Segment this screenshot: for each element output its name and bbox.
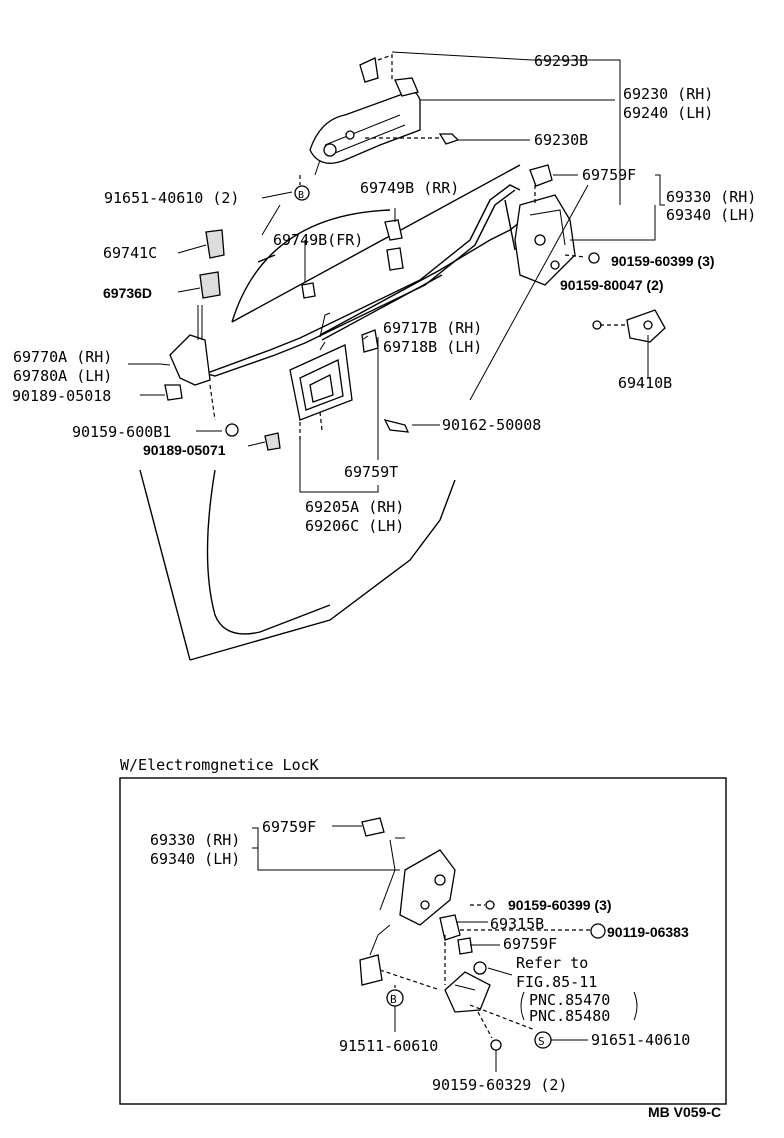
label-69759F-top: 69759F — [582, 166, 636, 184]
label-69749B-rr: 69749B (RR) — [360, 179, 459, 197]
inside-lock-bracket-69770A — [164, 305, 281, 451]
inset-label-91511-60610: 91511-60610 — [339, 1037, 438, 1055]
inset-label-90119-06383: 90119-06383 — [607, 924, 689, 940]
inset-label-69315B: 69315B — [490, 915, 544, 933]
label-69230B: 69230B — [534, 131, 588, 149]
striker-69410B — [592, 309, 666, 343]
inset-bolt-90159-60399 — [485, 900, 495, 910]
inset-bolt-90119-06383 — [590, 923, 606, 939]
label-90159-600B1: 90159-600B1 — [72, 423, 171, 441]
clip-69749B-fr2 — [386, 247, 404, 271]
inset-fig: FIG.85-11 — [516, 973, 597, 991]
label-90189-05018: 90189-05018 — [12, 387, 111, 405]
label-69741C: 69741C — [103, 244, 157, 262]
label-69759T: 69759T — [344, 463, 398, 481]
inset-frame — [119, 777, 727, 1105]
door-outline — [139, 164, 521, 661]
label-69770A-rh: 69770A (RH) — [13, 348, 112, 366]
inset-label-69330-rh: 69330 (RH) — [150, 831, 240, 849]
inset-label-69759F-b: 69759F — [503, 935, 557, 953]
label-91651-40610-2: 91651-40610 (2) — [104, 189, 239, 207]
inset-label-69759F-a: 69759F — [262, 818, 316, 836]
label-69230-rh: 69230 (RH) — [623, 85, 713, 103]
leader-lines-top — [128, 51, 665, 493]
inset-label-90159-60399-3: 90159-60399 (3) — [508, 897, 612, 913]
rods — [194, 184, 526, 377]
grommet-69736D — [199, 271, 221, 299]
bolt-90159-60399 — [588, 252, 600, 264]
label-69330-rh: 69330 (RH) — [666, 188, 756, 206]
label-69240-lh: 69240 (LH) — [623, 104, 713, 122]
inset-lock-assembly — [359, 817, 590, 1039]
s-symbol-inset-text: S — [538, 1035, 545, 1048]
label-69293B: 69293B — [534, 52, 588, 70]
door-lock-assembly — [514, 164, 586, 286]
label-90162-50008: 90162-50008 — [442, 416, 541, 434]
inset-pnc1: PNC.85470 — [529, 991, 610, 1009]
label-69749B-fr: 69749B(FR) — [273, 231, 363, 249]
outside-handle-assembly — [309, 57, 421, 176]
inset-bolt-90159-60329 — [490, 1039, 502, 1051]
inset-pnc2: PNC.85480 — [529, 1007, 610, 1025]
label-90189-05071: 90189-05071 — [143, 442, 226, 458]
screw-90162 — [383, 419, 410, 433]
inset-refer-to: Refer to — [516, 954, 588, 972]
label-69340-lh: 69340 (LH) — [666, 206, 756, 224]
figure-code: MB V059-C — [648, 1104, 721, 1120]
leader-69293B-dash — [377, 54, 393, 80]
knob-69741C — [205, 229, 225, 259]
label-90159-80047-2: 90159-80047 (2) — [560, 277, 664, 293]
inset-label-69340-lh: 69340 (LH) — [150, 850, 240, 868]
clip-69230B — [438, 133, 460, 145]
inset-leaders — [252, 825, 638, 1072]
b-symbol-inset-text: B — [390, 993, 397, 1006]
inset-title: W/Electromgnetice LocK — [120, 756, 319, 774]
inset-label-90159-60329-2: 90159-60329 (2) — [432, 1076, 567, 1094]
label-90159-60399-3: 90159-60399 (3) — [611, 253, 715, 269]
b-symbol-top — [294, 185, 310, 201]
inside-handle-69205A — [289, 329, 379, 440]
b-symbol-top-text: B — [298, 190, 304, 201]
label-69717B-rh: 69717B (RH) — [383, 319, 482, 337]
label-69736D: 69736D — [103, 285, 152, 301]
inset-label-91651-40610: 91651-40610 — [591, 1031, 690, 1049]
label-69718B-lh: 69718B (LH) — [383, 338, 482, 356]
clip-69749B-rr — [384, 219, 403, 241]
clip-69749B-fr — [301, 282, 316, 299]
label-69780A-lh: 69780A (LH) — [13, 367, 112, 385]
label-69205A-rh: 69205A (RH) — [305, 498, 404, 516]
label-69410B: 69410B — [618, 374, 672, 392]
label-69206C-lh: 69206C (LH) — [305, 517, 404, 535]
